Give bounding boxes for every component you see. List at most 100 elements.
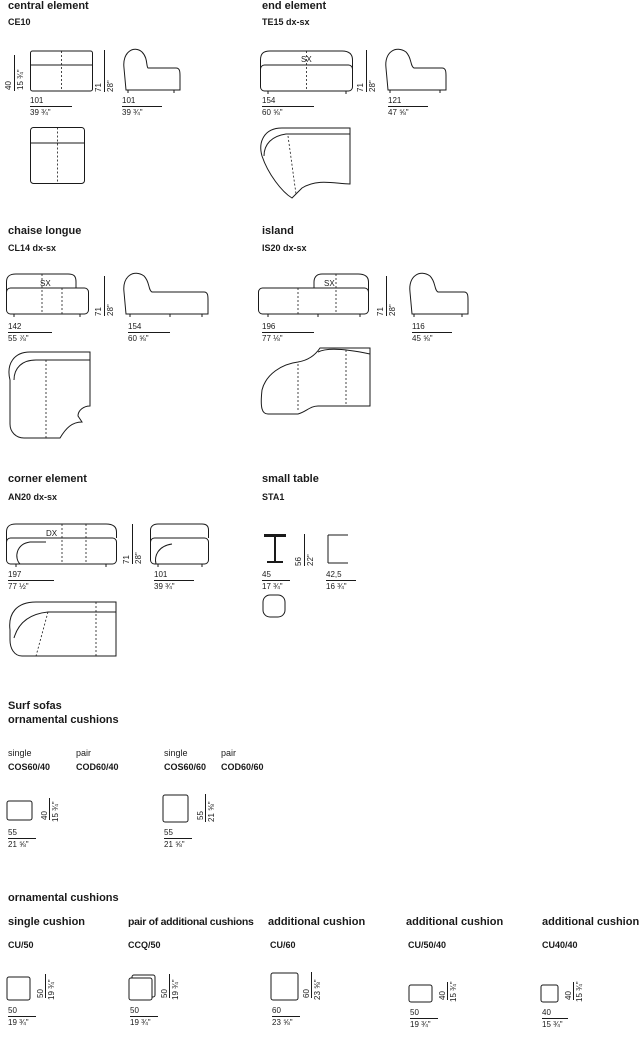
orn-item-2-title: pair of additional cushions [128, 916, 254, 928]
orn-item-2-height-inch: 19 ¾" [171, 979, 180, 1000]
surf-item-3-sub: single [164, 748, 188, 758]
central-side-height-inch: 28" [106, 80, 115, 92]
corner-side-view [150, 523, 209, 567]
end-height-line [366, 50, 367, 92]
orn-item-1-height-inch: 19 ¾" [47, 979, 56, 1000]
orn-item-4-width-dim: 50 19 ¾" [410, 1008, 438, 1029]
central-height-line [14, 55, 15, 91]
chaise-mark: SX [40, 279, 51, 288]
surf-b-height-inch: 21 ⅝" [207, 801, 216, 822]
chaise-longue-title: chaise longue [8, 225, 82, 237]
surf-sofas-title: Surf sofas [8, 700, 62, 712]
island-side-view [409, 272, 469, 317]
table-side-view [327, 534, 348, 564]
orn-item-1-width-dim: 50 19 ¾" [8, 1006, 36, 1027]
surf-item-2-code: COD60/40 [76, 762, 119, 772]
orn-item-5-title: additional cushion [542, 916, 640, 928]
orn-item-4-height-metric: 40 [438, 991, 447, 1000]
island-height-metric: 71 [376, 307, 385, 316]
surf-item-1-code: COS60/40 [8, 762, 51, 772]
corner-front-view: DX [6, 523, 117, 567]
orn-item-3-code: CU/60 [270, 940, 296, 950]
chaise-width-dim: 142 55 ⅞" [8, 322, 52, 343]
table-height-metric: 56 [294, 557, 303, 566]
chaise-plan-view [8, 351, 91, 439]
chaise-longue-code: CL14 dx-sx [8, 243, 57, 253]
central-element-code: CE10 [8, 17, 31, 27]
surf-b-width-dim: 55 21 ⅝" [164, 828, 192, 849]
orn-item-2-code: CCQ/50 [128, 940, 161, 950]
island-front-view: SX [258, 273, 369, 317]
orn-item-4-height-line [447, 982, 448, 1000]
corner-mark: DX [46, 529, 58, 538]
chaise-side-width-dim: 154 60 ⅝" [128, 322, 170, 343]
small-table-code: STA1 [262, 492, 285, 502]
chaise-height-line [104, 276, 105, 316]
corner-element-code: AN20 dx-sx [8, 492, 58, 502]
orn-item-3-width-dim: 60 23 ⅝" [272, 1006, 300, 1027]
orn-item-2-width-dim: 50 19 ¾" [130, 1006, 158, 1027]
central-front-view [30, 50, 93, 92]
end-height-metric: 71 [356, 83, 365, 92]
orn-item-1-code: CU/50 [8, 940, 34, 950]
surf-item-4-code: COD60/60 [221, 762, 264, 772]
orn-item-5-height-line [573, 982, 574, 1000]
orn-item-3-height-metric: 60 [302, 989, 311, 998]
orn-item-4-shape [408, 984, 433, 1003]
surf-item-4-sub: pair [221, 748, 237, 758]
central-plan-view [30, 127, 85, 184]
end-front-view: SX [260, 50, 353, 94]
orn-item-5-height-metric: 40 [564, 991, 573, 1000]
surf-b-height-metric: 55 [196, 811, 205, 820]
orn-item-3-shape [270, 972, 299, 1001]
orn-item-5-shape [540, 984, 559, 1003]
corner-height-inch: 28" [134, 552, 143, 564]
surf-item-3-code: COS60/60 [164, 762, 207, 772]
surf-a-height-line [49, 798, 50, 820]
orn-item-1-height-line [45, 974, 46, 998]
surf-item-2-sub: pair [76, 748, 92, 758]
surf-cushion-60-60 [162, 794, 189, 823]
ornamental-cushions-title: ornamental cushions [8, 892, 119, 904]
orn-item-3-height-line [311, 972, 312, 998]
surf-cushion-60-40 [6, 800, 33, 821]
orn-item-4-height-inch: 15 ¾" [449, 981, 458, 1002]
island-mark: SX [324, 279, 335, 288]
central-side-view [123, 48, 181, 93]
island-title: island [262, 225, 294, 237]
small-table-title: small table [262, 473, 319, 485]
table-height-line [304, 534, 305, 566]
end-side-width-dim: 121 47 ⅝" [388, 96, 428, 117]
island-plan-view [260, 347, 371, 415]
central-side-height-line [104, 50, 105, 92]
island-height-inch: 28" [388, 304, 397, 316]
end-mark: SX [301, 55, 312, 64]
end-element-title: end element [262, 0, 327, 12]
orn-item-5-code: CU40/40 [542, 940, 578, 950]
table-front-view [264, 534, 286, 563]
corner-plan-view [9, 601, 117, 657]
end-height-inch: 28" [368, 80, 377, 92]
corner-height-line [132, 524, 133, 564]
central-width-dim: 101 39 ¾" [30, 96, 72, 117]
central-height-inch: 15 ¾" [16, 69, 25, 90]
surf-a-width-dim: 55 21 ⅝" [8, 828, 36, 849]
surf-cushions-title: ornamental cushions [8, 714, 119, 726]
chaise-front-view: SX [6, 273, 89, 317]
table-side-width-dim: 42,5 16 ¾" [326, 570, 356, 591]
table-height-inch: 22" [306, 554, 315, 566]
orn-item-1-shape [6, 976, 31, 1001]
surf-item-1-sub: single [8, 748, 32, 758]
end-element-code: TE15 dx-sx [262, 17, 310, 27]
table-plan-view [262, 594, 286, 618]
orn-item-2-height-metric: 50 [160, 989, 169, 998]
island-width-dim: 196 77 ⅛" [262, 322, 314, 343]
corner-width-dim: 197 77 ½" [8, 570, 54, 591]
central-side-width-dim: 101 39 ¾" [122, 96, 162, 117]
orn-item-3-title: additional cushion [268, 916, 366, 928]
end-width-dim: 154 60 ⅝" [262, 96, 314, 117]
end-side-view [385, 48, 447, 93]
orn-item-5-width-dim: 40 15 ¾" [542, 1008, 568, 1029]
corner-height-metric: 71 [122, 555, 131, 564]
orn-item-3-height-inch: 23 ⅝" [313, 979, 322, 1000]
